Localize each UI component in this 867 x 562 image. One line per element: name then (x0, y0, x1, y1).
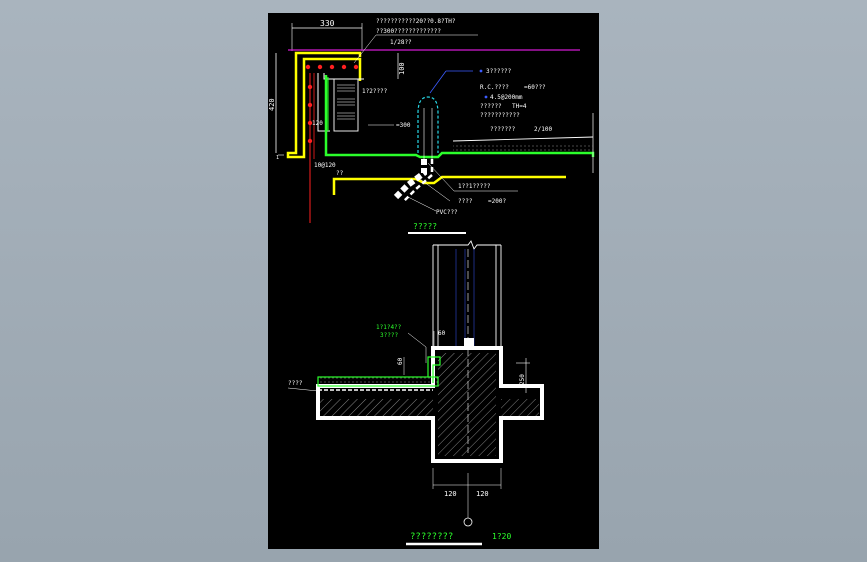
label-rebar-sub: ?? (336, 170, 344, 177)
dim-120a: 120 (444, 490, 457, 498)
waterproof-layer (324, 75, 595, 159)
drawing-sheet: 330 420 100 120 (268, 13, 599, 549)
label-pvc: PVC??? (436, 209, 458, 216)
label-right-6: ??????? (490, 126, 516, 133)
dim-420: 420 (268, 98, 276, 111)
drain-pipe (417, 96, 439, 153)
label-slope: 1/28?? (390, 39, 412, 46)
label-top-2: ??300????????????? (376, 28, 441, 35)
cad-drawing: 330 420 100 120 (268, 18, 595, 546)
membrane (317, 376, 439, 387)
dim-100: 100 (398, 62, 406, 75)
label-rebar: 10@120 (314, 162, 336, 169)
pvc-elbow (393, 159, 427, 200)
label-right-1: 3?????? (486, 68, 512, 75)
label-l2: 3???? (380, 332, 398, 339)
dim-120b: 120 (476, 490, 489, 498)
label-right-2: R.C.???? (480, 84, 509, 91)
label-top-1: ???????????20??0.8?TH? (376, 18, 456, 25)
dim-330: 330 (320, 19, 335, 28)
dim-120: 120 (312, 120, 323, 127)
label-right-5: ??????????? (480, 112, 520, 119)
label-left: ???? (288, 380, 303, 387)
label-60b: 60 (397, 357, 404, 365)
label-right-2b: =60??? (524, 84, 546, 91)
label-right-4b: TH=4 (512, 103, 527, 110)
label-box: 1?2???? (362, 88, 388, 95)
label-pvc-2: ???? (458, 198, 473, 205)
label-right-4: ?????? (480, 103, 502, 110)
label-right-6b: 2/100 (534, 126, 552, 133)
axis-bubble (463, 517, 473, 527)
svg-text:1: 1 (276, 155, 279, 161)
title-bottom: ???????? (410, 532, 453, 542)
louver-box (333, 78, 359, 132)
label-pvc-3: =200? (488, 198, 506, 205)
label-60a: 60 (438, 330, 446, 337)
detail-top: 330 420 100 120 (268, 18, 595, 223)
label-l1: 1?1?4?? (376, 324, 402, 331)
scale-bottom: 1?20 (492, 532, 511, 541)
slab-outline (332, 175, 566, 195)
rebar-dots (305, 64, 359, 144)
label-300: =300 (396, 122, 411, 129)
detail-bottom: 1?1?4?? 3???? 60 60 ???? 250 120 120 (287, 240, 544, 527)
label-mid-1: 1??1????? (458, 183, 491, 190)
dim-250: 250 (519, 374, 526, 385)
label-right-3: 4.5@200mm (490, 94, 523, 101)
parapet-outline (286, 51, 362, 159)
title-top: ????? (413, 222, 437, 231)
